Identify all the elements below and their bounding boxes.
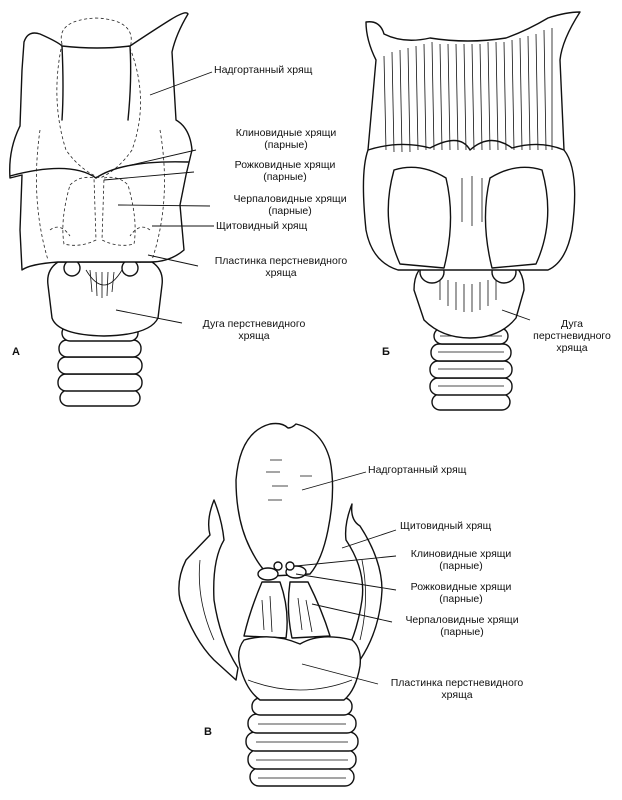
label-b-cricoid-arch-line2: перстневидного [533,330,611,342]
label-b-cricoid-arch-line3: хряща [556,342,588,354]
label-b-cricoid-arch-line1: Дуга [560,318,584,330]
label-c-cuneiform: Клиновидные хрящи (парные) [386,548,536,572]
panel-c-cricoid-lamina [237,636,362,701]
label-a-cricoid-arch-line1: Дуга перстневидного [202,318,306,330]
label-c-arytenoid: Черпаловидные хрящи (парные) [382,614,542,638]
label-c-corniculate-line1: Рожковидные хрящи [410,581,512,593]
panel-c-epiglottis [235,422,334,577]
label-c-epiglottic: Надгортанный хрящ [368,464,467,476]
panel-c-trachea [245,697,359,787]
label-c-thyroid: Щитовидный хрящ [400,520,492,532]
label-a-cricoid-lamina-line2: хряща [265,267,297,279]
label-c-corniculate: Рожковидные хрящи (парные) [386,581,536,605]
label-a-cricoid-arch-line2: хряща [238,330,270,342]
panel-c-arytenoid-right [287,581,331,639]
label-c-cuneiform-line2: (парные) [439,560,483,572]
label-a-epiglottic: Надгортанный хрящ [214,64,313,76]
panel-a-thyroid [9,12,193,271]
label-c-cricoid-lamina-line2: хряща [441,689,473,701]
panel-c-arytenoid-left [243,581,288,639]
panel-c-letter: В [204,726,212,738]
panel-a-drawing [9,12,214,407]
label-a-corniculate-line2: (парные) [263,171,307,183]
label-a-cricoid-lamina: Пластинка перстневидного хряща [198,255,364,279]
panel-a-trachea [57,324,143,407]
label-a-cuneiform-line1: Клиновидные хрящи [235,127,337,139]
label-c-cuneiform-line1: Клиновидные хрящи [410,548,512,560]
panel-b-letter: Б [382,346,390,358]
label-c-corniculate-line2: (парные) [439,593,483,605]
label-b-cricoid-arch: Дуга перстневидного хряща [524,318,620,354]
label-a-thyroid: Щитовидный хрящ [216,220,308,232]
label-c-arytenoid-line2: (парные) [440,626,484,638]
panel-a-letter: А [12,346,20,358]
label-a-corniculate: Рожковидные хрящи (парные) [212,159,358,183]
label-a-cuneiform-line2: (парные) [264,139,308,151]
label-c-cricoid-lamina-line1: Пластинка перстневидного [390,677,524,689]
panel-a-epiglottis-outline [56,17,141,179]
label-a-arytenoid-line2: (парные) [268,205,312,217]
label-c-arytenoid-line1: Черпаловидные хрящи [405,614,519,626]
panel-b-drawing [362,11,581,411]
label-a-arytenoid-line1: Черпаловидные хрящи [233,193,347,205]
panel-a-cricoid-arch [47,261,163,337]
label-a-cricoid-lamina-line1: Пластинка перстневидного [214,255,348,267]
label-a-corniculate-line1: Рожковидные хрящи [234,159,336,171]
panel-b-trachea [429,327,513,411]
label-a-cuneiform: Клиновидные хрящи (парные) [216,127,356,151]
label-a-cricoid-arch: Дуга перстневидного хряща [184,318,324,342]
panel-c-thyroid-left [178,499,239,681]
panel-c-drawing [178,422,397,787]
label-a-arytenoid: Черпаловидные хрящи (парные) [210,193,370,217]
label-c-cricoid-lamina: Пластинка перстневидного хряща [372,677,542,701]
